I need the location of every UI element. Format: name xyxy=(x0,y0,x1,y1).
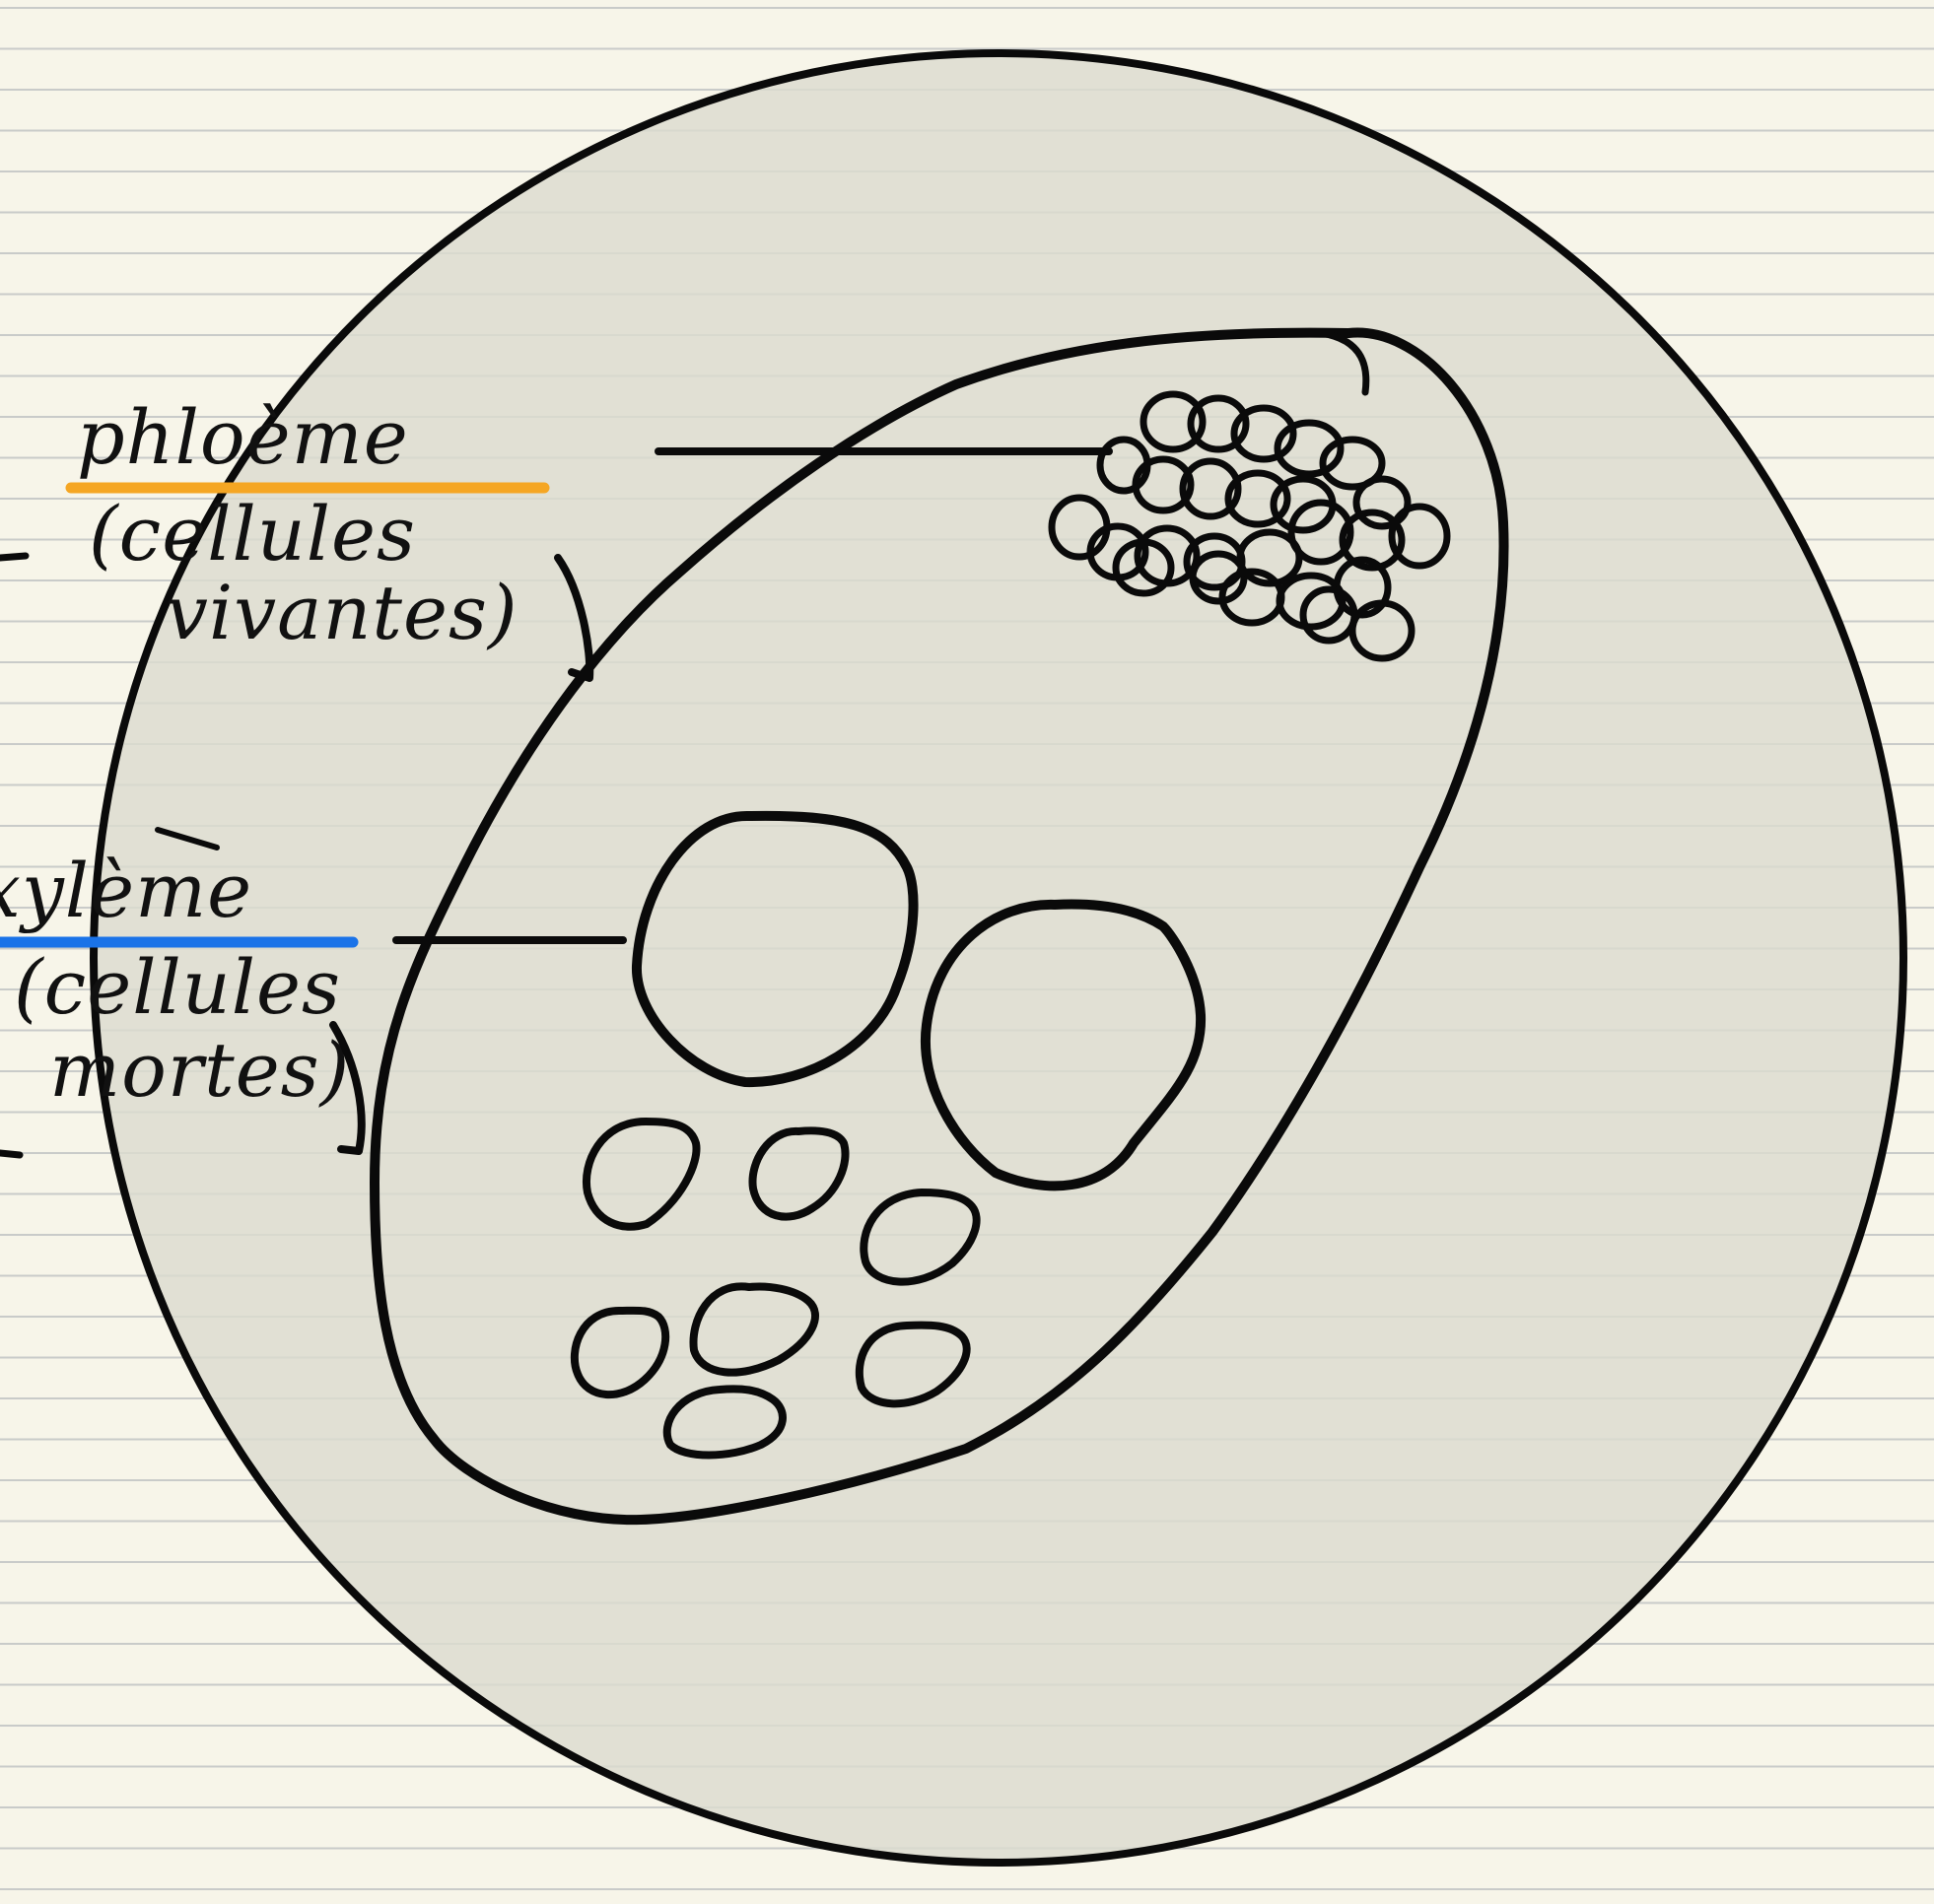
phloem-label: phloème xyxy=(77,393,409,481)
stem-section-outline xyxy=(94,53,1903,1863)
xylem-label: xylème xyxy=(0,847,252,934)
margin-dash-top xyxy=(0,556,26,558)
phloem-sublabel-line2: vivantes) xyxy=(166,569,518,656)
margin-dash-bottom xyxy=(0,1153,20,1155)
phloem-sublabel-line1: (cellules xyxy=(89,490,416,578)
xylem-sublabel-line1: (cellules xyxy=(14,943,341,1031)
xylem-sublabel-line2: mortes) xyxy=(49,1026,350,1114)
